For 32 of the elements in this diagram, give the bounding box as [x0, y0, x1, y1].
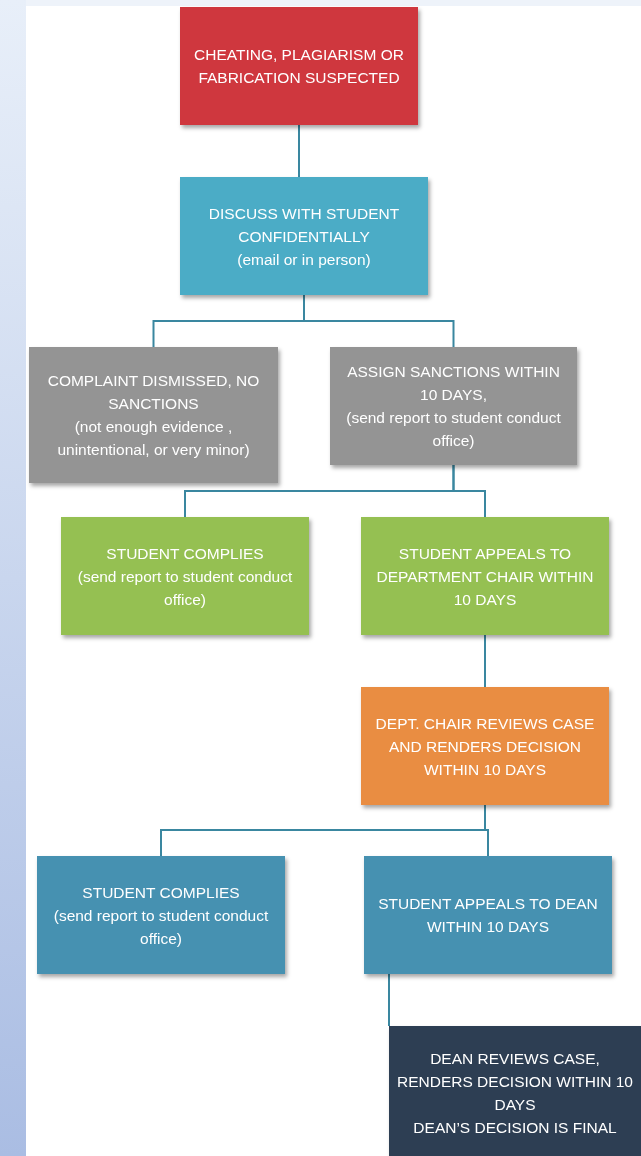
- outcome-box: [389, 1026, 641, 1156]
- box-note: (send report to student conduct office): [76, 566, 294, 610]
- box-note: (email or in person): [237, 249, 371, 270]
- outcome-box: [61, 517, 309, 635]
- box-heading: STUDENT COMPLIES: [82, 882, 240, 903]
- box-heading: COMPLAINT DISMISSED, NO SANCTIONS: [46, 371, 261, 414]
- box-note: (send report to student conduct office): [52, 905, 270, 949]
- box-heading: STUDENT COMPLIES: [106, 543, 264, 564]
- process-box: [361, 687, 609, 805]
- box-heading: DEPT. CHAIR REVIEWS CASE AND RENDERS DECISION WITHIN 10 DAYS: [374, 713, 596, 780]
- process-box: [180, 177, 428, 295]
- box-heading: DISCUSS WITH STUDENT CONFIDENTIALLY: [207, 203, 401, 247]
- outcome-box: [29, 347, 278, 483]
- box-heading: DEAN REVIEWS CASE, RENDERS DECISION WITHIN 10 DAYS: [397, 1049, 633, 1115]
- box-heading: CHEATING, PLAGIARISM OR FABRICATION SUSPECTED: [193, 45, 405, 88]
- alert-box: [180, 7, 418, 125]
- connector-line: [484, 634, 486, 688]
- box-note: (not enough evidence , unintentional, or very minor): [56, 417, 251, 460]
- outcome-box: [37, 856, 285, 974]
- box-note: (send report to student conduct office): [345, 408, 562, 451]
- connector-line: [303, 294, 455, 348]
- box-heading: STUDENT APPEALS TO DEAN WITHIN 10 DAYS: [377, 894, 599, 937]
- process-box: [330, 347, 577, 465]
- connector-line: [298, 124, 300, 178]
- connector-line: [484, 804, 489, 857]
- process-box: [361, 517, 609, 635]
- box-heading: STUDENT APPEALS TO DEPARTMENT CHAIR WITHIN 10 DAYS: [375, 543, 595, 610]
- process-box: [364, 856, 612, 974]
- box-heading: ASSIGN SANCTIONS WITHIN 10 DAYS,: [346, 362, 561, 405]
- box-note: DEAN’S DECISION IS FINAL: [413, 1118, 617, 1138]
- connector-line: [388, 973, 390, 1027]
- connector-line: [452, 464, 486, 518]
